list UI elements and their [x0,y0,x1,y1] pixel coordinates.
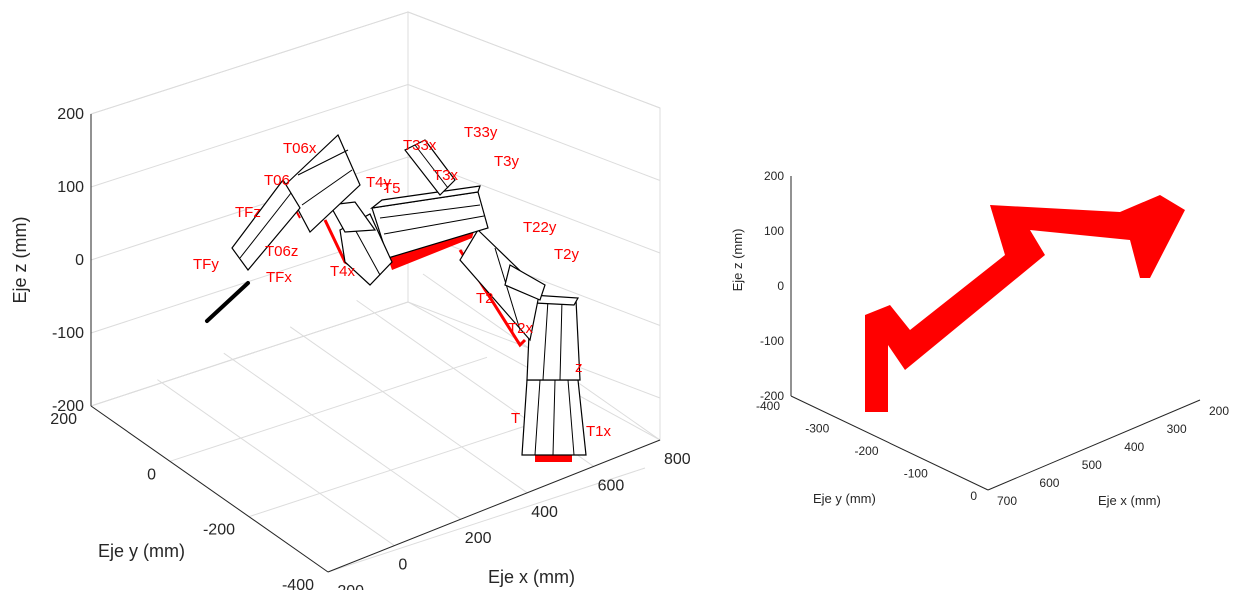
robot-arm [205,133,587,462]
frame-label: TFx [266,269,292,286]
left-grid [90,11,661,573]
right-ytick-label: -100 [904,467,928,481]
workspace-shape [865,195,1185,412]
tool-tip [205,281,250,323]
frame-label: T06z [265,243,298,260]
frame-label: T4x [330,263,356,280]
right-ztick-label: 200 [764,169,784,183]
right-xtick-label: 300 [1167,422,1187,436]
frame-label: T3y [494,153,520,170]
right-axes [790,176,1201,491]
frame-label: T2x [508,320,534,337]
right-xtick-label: 500 [1082,458,1102,472]
frame-label: T22y [523,219,557,236]
right-ytick-label: -300 [805,422,829,436]
right-xtick-label: 600 [1039,476,1059,490]
left-ztick-label: -200 [52,398,84,415]
frame-label: T4y [366,174,392,191]
left-xtick-label: 800 [664,451,691,468]
frame-label: T33y [464,124,498,141]
left-axes [90,114,661,573]
frame-label: T3x [433,167,459,184]
left-ztick-label: 200 [57,106,84,123]
right-xtick-label: 400 [1124,440,1144,454]
right-tick-labels: -200 -100 0 100 200 -400 -300 -200 -100 0 700 600 50… [756,169,1229,508]
frame-label: T33x [403,137,437,154]
left-xtick-label: 400 [531,504,558,521]
left-ytick-label: -200 [203,522,235,539]
right-xtick-label: 700 [997,494,1017,508]
left-ztick-label: -100 [52,325,84,342]
frame-label: T [511,410,520,427]
left-xlabel: Eje x (mm) [488,567,575,587]
frame-label: TFy [193,256,219,273]
left-ylabel: Eje y (mm) [98,541,185,561]
left-ytick-label: 0 [147,466,156,483]
left-ytick-label: -400 [282,577,314,590]
left-plot: T06xT06TFzTFyT06zTFxT4yT5T4xT33xT33yT3xT… [10,11,691,590]
frame-labels: T06xT06TFzTFyT06zTFxT4yT5T4xT33xT33yT3xT… [193,124,612,440]
frame-label: T2 [476,290,494,307]
frame-label: TFz [235,204,261,221]
left-xtick-label: 0 [398,557,407,574]
left-zlabel: Eje z (mm) [10,217,30,304]
right-xlabel: Eje x (mm) [1098,493,1161,508]
frame-label: T5 [383,180,401,197]
left-ztick-label: 0 [75,252,84,269]
right-ztick-label: 100 [764,224,784,238]
frame-label: T2y [554,246,580,263]
left-xtick-label: 600 [598,477,625,494]
left-xtick-label: -200 [332,583,364,590]
left-ztick-label: 100 [57,179,84,196]
right-ytick-label: -400 [756,399,780,413]
frame-label: T06x [283,140,317,157]
right-zlabel: Eje z (mm) [730,229,745,292]
left-tick-labels: -200 -100 0 100 200 200 0 -200 -400 -200 0 200 400 60… [50,106,691,590]
frame-label: T1x [586,423,612,440]
right-xtick-label: 200 [1209,404,1229,418]
right-ylabel: Eje y (mm) [813,491,876,506]
right-plot: -200 -100 0 100 200 -400 -300 -200 -100 0 700 600 50… [730,169,1229,508]
right-ytick-label: 0 [970,489,977,503]
right-ztick-label: 0 [777,279,784,293]
left-ytick-label: 200 [50,411,77,428]
frame-label: z [575,359,583,376]
right-ztick-label: -200 [760,389,784,403]
right-ztick-label: -100 [760,334,784,348]
left-xtick-label: 200 [465,530,492,547]
frame-label: T06 [264,172,290,189]
right-ytick-label: -200 [854,444,878,458]
